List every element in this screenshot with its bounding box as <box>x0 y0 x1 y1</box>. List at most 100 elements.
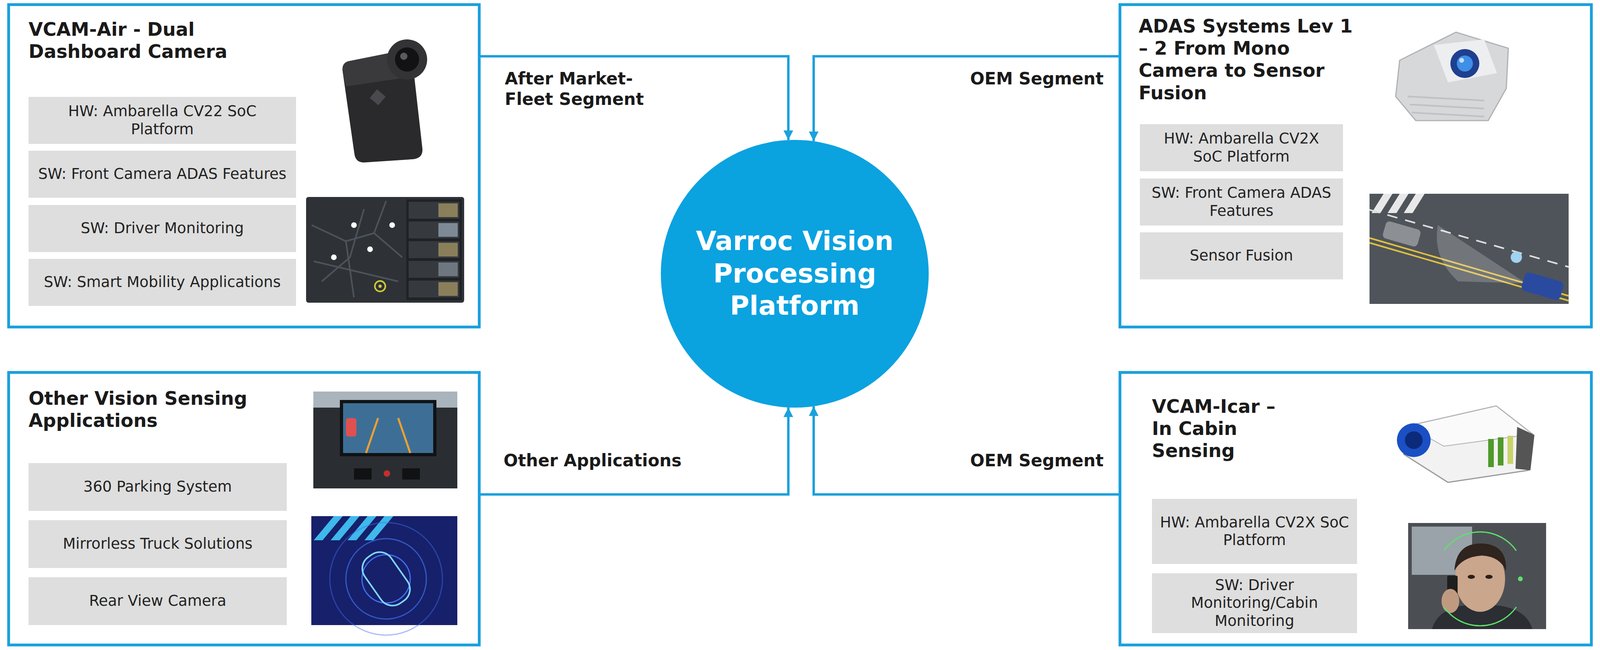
road-scene <box>1369 193 1569 305</box>
dashcam-illustration <box>342 39 428 163</box>
road-ground <box>1369 193 1569 305</box>
map-screenshot <box>306 197 465 303</box>
map-roads <box>311 201 403 298</box>
cabin-camera-stripe <box>1497 437 1504 466</box>
panel-title: VCAM-Air - Dual Dashboard Camera <box>28 6 270 63</box>
parking-guides <box>366 418 411 454</box>
platform-circle: Varroc Vision Processing Platform <box>660 139 929 408</box>
crosswalk-stripe <box>1387 193 1409 214</box>
map-list-item <box>408 201 460 219</box>
screen-car <box>345 418 357 437</box>
circle-fill <box>660 139 929 408</box>
camera-housing <box>1395 32 1509 121</box>
car-outline <box>356 547 416 612</box>
map-list-item <box>408 280 460 298</box>
feature-box: Sensor Fusion <box>1139 232 1343 280</box>
feature-label: HW: Ambarella CV2X SoC Platform <box>1147 129 1336 166</box>
map-dot <box>389 222 395 229</box>
feature-panel: VCAM-Icar – In Cabin SensingHW: Ambarell… <box>1118 371 1593 647</box>
cabin-ground <box>1408 523 1547 630</box>
panel-title: Other Vision Sensing Applications <box>28 374 303 432</box>
tracking-dot <box>1517 576 1523 582</box>
vent <box>353 468 372 480</box>
feature-box: SW: Front Camera ADAS Features <box>1139 178 1343 226</box>
feature-box: SW: Driver Monitoring <box>28 205 297 253</box>
camera-ribs <box>1407 96 1485 117</box>
feature-box: HW: Ambarella CV2X SoC Platform <box>1151 499 1358 565</box>
feature-label: Sensor Fusion <box>1189 246 1294 265</box>
feature-label: Mirrorless Truck Solutions <box>62 535 253 554</box>
camera-lens-glint <box>1459 57 1465 63</box>
camera-face <box>1433 39 1498 83</box>
cabin-camera-illustration <box>1396 406 1535 483</box>
other-car <box>1382 220 1422 248</box>
feature-panel: Other Vision Sensing Applications 360 Par… <box>7 371 481 647</box>
driver-hand <box>1441 589 1460 614</box>
feature-panel: ADAS Systems Lev 1 – 2 From Mono Camera … <box>1118 3 1593 329</box>
panel-title: VCAM-Icar – In Cabin Sensing <box>1151 374 1289 463</box>
map-side-panel <box>406 199 462 301</box>
panel-title: ADAS Systems Lev 1 – 2 From Mono Camera … <box>1138 6 1364 105</box>
feature-label: HW: Ambarella CV22 SoC Platform <box>35 102 289 139</box>
cabin-camera-lens <box>1396 423 1431 458</box>
map-list-item <box>408 261 460 278</box>
dashboard-screen-photo <box>313 391 458 489</box>
connector-arrow <box>813 406 1119 495</box>
driver-monitoring-photo <box>1408 523 1547 630</box>
map-dot <box>367 246 373 253</box>
feature-box: Mirrorless Truck Solutions <box>28 520 287 569</box>
dashcam-lens <box>394 47 420 72</box>
sensing-ring <box>329 522 443 636</box>
feature-box: SW: Front Camera ADAS Features <box>28 150 297 198</box>
feature-box: HW: Ambarella CV2X SoC Platform <box>1139 124 1343 172</box>
driver-eye <box>1485 575 1493 580</box>
dashcam-lens-glint <box>400 52 408 60</box>
screen <box>343 403 434 454</box>
screen-frame <box>339 400 437 457</box>
connector-arrow <box>480 407 789 495</box>
crosswalk-stripe <box>1371 193 1393 214</box>
feature-label: SW: Front Camera ADAS Features <box>38 165 287 184</box>
map-thumbnail <box>438 262 458 277</box>
edge-label: After Market- Fleet Segment <box>503 68 660 110</box>
dashcam-button <box>369 89 386 105</box>
feature-box: Rear View Camera <box>28 577 287 626</box>
feature-box: SW: Smart Mobility Applications <box>28 259 297 307</box>
cabin-camera-lens-core <box>1404 431 1423 450</box>
cabin-camera-stripe <box>1488 439 1494 468</box>
crosswalk-stripe <box>364 516 394 541</box>
tracking-arc <box>1443 607 1517 627</box>
edge-label: OEM Segment <box>968 68 1106 89</box>
feature-box: HW: Ambarella CV22 SoC Platform <box>28 96 297 144</box>
map-ground <box>306 197 465 303</box>
ego-car <box>1520 271 1565 302</box>
driver-eye <box>1467 575 1475 580</box>
camera-lens <box>1456 55 1473 72</box>
feature-label: SW: Front Camera ADAS Features <box>1147 184 1336 221</box>
dash-ground <box>313 391 458 489</box>
feature-label: HW: Ambarella CV2X SoC Platform <box>1159 514 1350 550</box>
map-thumbnail <box>438 242 458 257</box>
edge-label: Other Applications <box>501 450 683 471</box>
map-thumbnail <box>438 282 458 297</box>
map-list-item <box>408 241 460 259</box>
connector-arrow <box>480 56 789 140</box>
sensing-ring <box>361 555 411 604</box>
tracking-arc <box>1443 532 1517 552</box>
driver-hair <box>1454 543 1506 572</box>
crosswalk-stripe <box>1403 193 1425 214</box>
sensor-cone <box>1436 225 1527 284</box>
hazard-button <box>383 470 391 478</box>
feature-box: SW: Driver Monitoring/Cabin Monitoring <box>1151 573 1358 634</box>
feature-box: 360 Parking System <box>28 463 287 512</box>
map-thumbnail <box>438 203 458 218</box>
feature-label: 360 Parking System <box>83 478 232 496</box>
surround-sensing-image <box>311 516 458 636</box>
feature-label: SW: Smart Mobility Applications <box>43 273 281 292</box>
map-marker-ring <box>374 281 386 292</box>
feature-label: Rear View Camera <box>88 592 227 611</box>
sensing-ring <box>345 538 427 620</box>
map-list-item <box>408 221 460 239</box>
feature-label: SW: Driver Monitoring <box>80 219 245 238</box>
